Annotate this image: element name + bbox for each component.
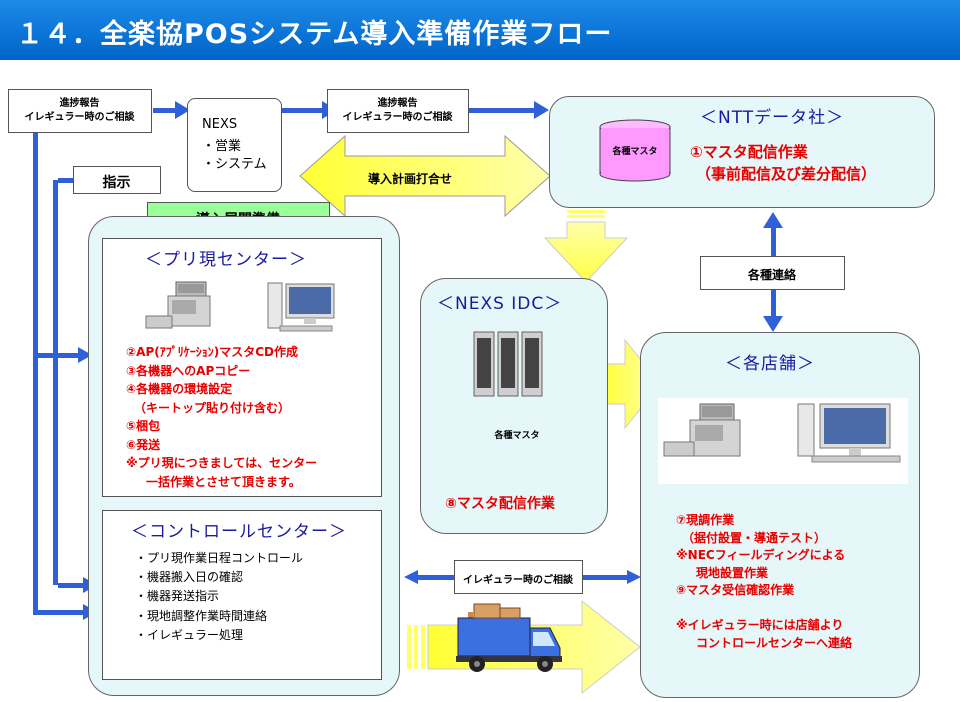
connector-line-inner — [53, 180, 58, 585]
report-box-left: 進捗報告 イレギュラー時のご相談 — [8, 89, 152, 133]
control-item-2: ・機器搬入日の確認 — [135, 570, 244, 585]
control-center-items: ・プリ現作業日程コントロール ・機器搬入日の確認 ・機器発送指示 ・現地調整作業… — [135, 549, 303, 645]
nexs-box: NEXS ・営業 ・システム — [187, 98, 282, 192]
pre-task-8: 一括作業とさせて頂きます。 — [134, 474, 301, 489]
nexs-line1: NEXS — [202, 117, 238, 132]
pre-task-6: ⑥発送 — [126, 437, 161, 452]
nexs-line3: ・システム — [202, 157, 267, 172]
ntt-header: ＜NTTデータ社＞ — [700, 108, 845, 128]
idc-cylinder-label: 各種マスタ — [494, 431, 540, 441]
ntt-cylinder-label: 各種マスタ — [612, 147, 658, 157]
report-mid-line2: イレギュラー時のご相談 — [342, 112, 453, 123]
delivery-truck-icon — [456, 603, 562, 672]
stores-images — [658, 398, 908, 484]
pre-task-1: ②AP(ｱﾌﾟﾘｹｰｼｮﾝ)マスタCD作成 — [126, 345, 298, 359]
irregular-double-arrow — [404, 570, 641, 584]
title-bar: １４．全楽協POSシステム導入準備作業フロー — [0, 0, 960, 60]
store-task-3: ※NECフィールディングによる — [676, 548, 846, 562]
contact-double-arrow — [763, 212, 783, 332]
nexs-idc-panel: ＜NEXS IDC＞ ⑧マスタ配信作業 — [420, 278, 608, 534]
control-item-1: ・プリ現作業日程コントロール — [135, 551, 304, 565]
control-center-box: ＜コントロールセンター＞ — [102, 510, 382, 680]
contact-label-box: 各種連絡 — [700, 256, 845, 290]
store-task-5: ⑨マスタ受信確認作業 — [676, 583, 795, 597]
store-task-6 — [676, 600, 852, 618]
stores-panel: ＜各店舗＞ — [640, 332, 920, 698]
report-mid-line1: 進捗報告 — [377, 98, 418, 109]
store-task-4: 現地設置作業 — [684, 565, 769, 580]
control-item-5: ・イレギュラー処理 — [135, 627, 244, 642]
shiji-label: 指示 — [102, 175, 131, 191]
store-task-1: ⑦現調作業 — [676, 513, 735, 527]
irregular-label-box: イレギュラー時のご相談 — [454, 560, 583, 594]
ntt-task-line2: （事前配信及び差分配信） — [696, 165, 877, 183]
pre-task-7: ※プリ現につきましては、センター — [126, 456, 318, 470]
report-box-mid: 進捗報告 イレギュラー時のご相談 — [327, 89, 469, 133]
page-title: １４．全楽協POSシステム導入準備作業フロー — [16, 19, 613, 50]
pre-task-4: （キートップ貼り付け含む） — [134, 400, 291, 415]
control-center-header: ＜コントロールセンター＞ — [131, 522, 347, 542]
ntt-task-line1: ①マスタ配信作業 — [690, 143, 808, 161]
shiji-label-box: 指示 — [73, 166, 161, 194]
pre-task-2: ③各機器へのAPコピー — [126, 363, 251, 378]
report-left-line2: イレギュラー時のご相談 — [24, 112, 135, 123]
report-left-line1: 進捗報告 — [59, 98, 100, 109]
down-arrow-ntt-to-idc — [543, 205, 629, 283]
contact-label: 各種連絡 — [747, 268, 796, 282]
pre-task-3: ④各機器の環境設定 — [126, 382, 233, 396]
control-item-4: ・現地調整作業時間連絡 — [135, 608, 268, 623]
pre-task-5: ⑤梱包 — [126, 419, 161, 433]
control-item-3: ・機器発送指示 — [135, 589, 220, 604]
meeting-label: 導入計画打合せ — [368, 172, 453, 186]
nexs-line2: ・営業 — [202, 139, 242, 154]
stores-tasks: ⑦現調作業 （据付設置・導通テスト） ※NECフィールディングによる 現地設置作… — [676, 512, 852, 652]
pre-center-box: ＜プリ現センター＞ — [102, 238, 382, 497]
store-task-7: ※イレギュラー時には店舗より — [676, 618, 844, 632]
pre-center-tasks: ②AP(ｱﾌﾟﾘｹｰｼｮﾝ)マスタCD作成 ③各機器へのAPコピー ④各機器の環… — [126, 343, 317, 491]
connector-line-outer — [33, 120, 38, 615]
pre-center-header: ＜プリ現センター＞ — [145, 250, 307, 270]
idc-header: ＜NEXS IDC＞ — [437, 294, 563, 314]
store-task-2: （据付設置・導通テスト） — [682, 530, 827, 545]
stores-header: ＜各店舗＞ — [725, 354, 815, 374]
store-task-8: コントロールセンターへ連絡 — [684, 635, 853, 650]
idc-task: ⑧マスタ配信作業 — [445, 496, 555, 512]
irregular-label: イレギュラー時のご相談 — [463, 575, 573, 586]
